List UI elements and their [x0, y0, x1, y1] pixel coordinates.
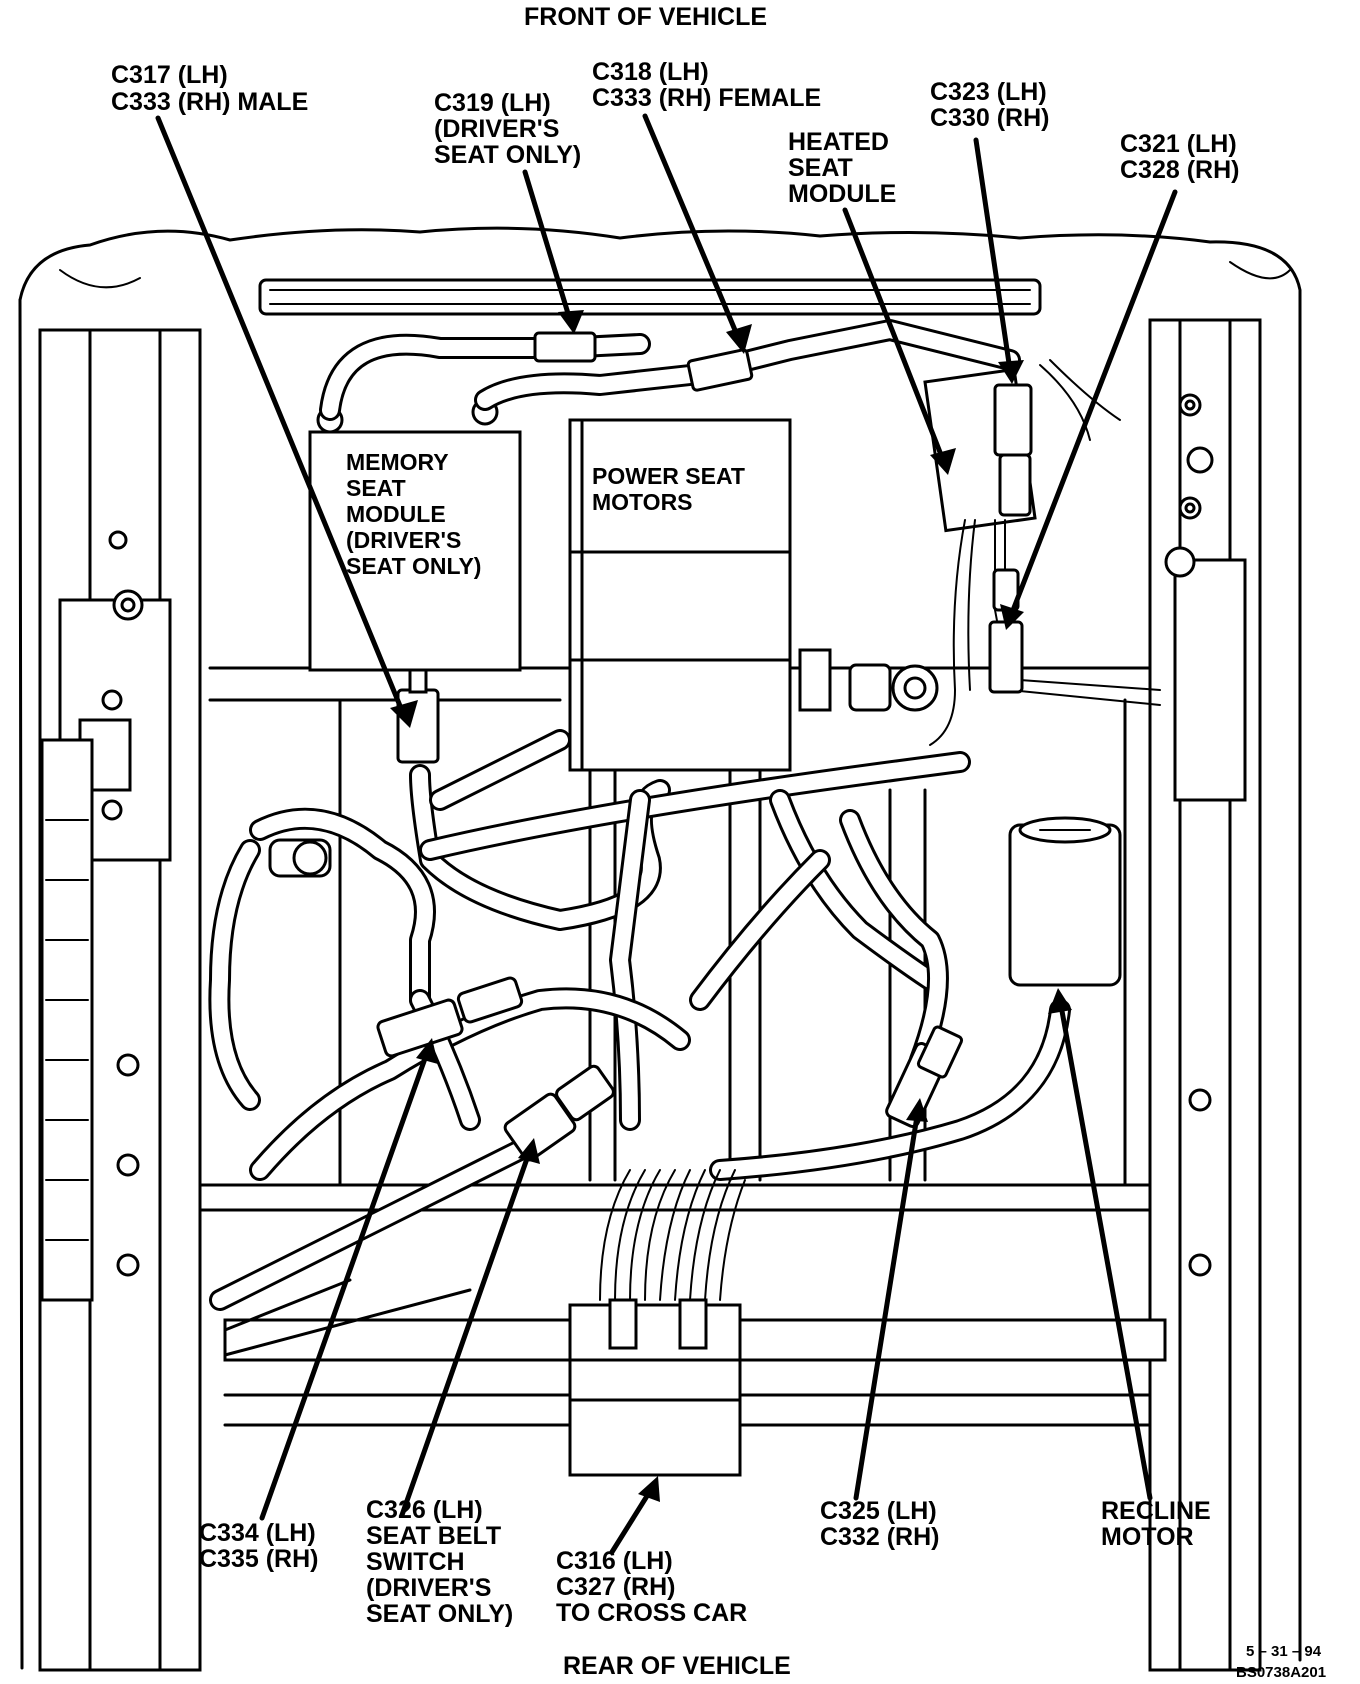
leader-lines: [155, 113, 1178, 1555]
c334-line-2: C335 (RH): [199, 1545, 318, 1573]
c323-line-1: C323 (LH): [930, 78, 1047, 106]
footer-date: 5 – 31 – 94: [1246, 1643, 1322, 1660]
c319-line-1: C319 (LH): [434, 89, 551, 117]
memory-seat-module: MEMORY SEAT MODULE (DRIVER'S SEAT ONLY): [308, 398, 522, 672]
left-seat-track: [38, 328, 202, 1672]
callout-heated-seat-module: HEATED SEAT MODULE: [788, 128, 896, 208]
arrowhead-c323: [998, 360, 1024, 384]
recline-motor: [1008, 816, 1122, 987]
power-motors-line-1: POWER SEAT: [592, 463, 745, 489]
leader-c317: [155, 115, 408, 721]
callout-c325: C325 (LH) C332 (RH): [820, 1497, 939, 1551]
memory-module-line-1: MEMORY: [346, 449, 449, 475]
c326-line-1: C326 (LH): [366, 1496, 483, 1524]
leader-c325: [853, 1107, 921, 1501]
memory-module-line-2: SEAT: [346, 475, 406, 501]
callout-c326: C326 (LH) SEAT BELT SWITCH (DRIVER'S SEA…: [366, 1496, 513, 1628]
arrowhead-c326: [518, 1138, 540, 1164]
callout-c321: C321 (LH) C328 (RH): [1120, 130, 1239, 184]
arrowhead-c334: [416, 1038, 438, 1064]
heated-line-3: MODULE: [788, 180, 896, 208]
c319-line-3: SEAT ONLY): [434, 141, 581, 169]
c321-line-1: C321 (LH): [1120, 130, 1237, 158]
callout-c317: C317 (LH) C333 (RH) MALE: [111, 61, 308, 116]
c321-line-2: C328 (RH): [1120, 156, 1239, 184]
heated-seat-module: [923, 367, 1037, 533]
connector-c325: [885, 1025, 964, 1128]
footer-code: BS0738A201: [1236, 1664, 1326, 1681]
heated-module-wires: [929, 359, 1161, 746]
arrowhead-c317: [390, 700, 418, 728]
recline-line-2: MOTOR: [1101, 1523, 1194, 1551]
memory-module-line-5: SEAT ONLY): [346, 553, 481, 579]
c326-line-2: SEAT BELT: [366, 1522, 501, 1550]
front-of-vehicle-label: FRONT OF VEHICLE: [524, 3, 767, 31]
c323-line-2: C330 (RH): [930, 104, 1049, 132]
right-seat-track: [1148, 318, 1262, 1672]
c316-line-3: TO CROSS CAR: [556, 1599, 747, 1627]
callout-c316: C316 (LH) C327 (RH) TO CROSS CAR: [556, 1547, 747, 1627]
leader-c321: [1007, 189, 1178, 621]
rear-of-vehicle-label: REAR OF VEHICLE: [563, 1652, 791, 1680]
memory-module-line-4: (DRIVER'S: [346, 527, 461, 553]
leader-recline: [1057, 997, 1153, 1501]
cross-car-connector: [568, 1298, 742, 1477]
front-cross-bar: [258, 278, 1042, 316]
c317-line-2: C333 (RH) MALE: [111, 88, 308, 116]
leader-c318: [642, 113, 743, 345]
callout-c319: C319 (LH) (DRIVER'S SEAT ONLY): [434, 89, 581, 169]
arrowhead-recline: [1048, 988, 1072, 1014]
connector-c318: [686, 348, 754, 392]
heated-line-1: HEATED: [788, 128, 889, 156]
callout-c334: C334 (LH) C335 (RH): [199, 1519, 318, 1573]
connector-c334: [376, 976, 524, 1058]
c325-line-2: C332 (RH): [820, 1523, 939, 1551]
recline-line-1: RECLINE: [1101, 1497, 1211, 1525]
c325-line-1: C325 (LH): [820, 1497, 937, 1525]
leader-c316: [609, 1485, 655, 1555]
seat-cushion-outline: [18, 226, 1302, 1670]
connector-c317: [396, 668, 440, 764]
misc-hardware: [268, 648, 939, 878]
leader-c326: [399, 1147, 533, 1518]
connector-c321: [988, 568, 1024, 694]
callout-recline-motor: RECLINE MOTOR: [1101, 1497, 1211, 1551]
c317-line-1: C317 (LH): [111, 61, 228, 89]
arrowhead-heated: [930, 448, 956, 475]
callout-c318: C318 (LH) C333 (RH) FEMALE: [592, 58, 821, 112]
connector-wires: [599, 1169, 746, 1301]
leader-c319: [522, 169, 573, 323]
power-motors-line-2: MOTORS: [592, 489, 693, 515]
c326-line-3: SWITCH: [366, 1548, 465, 1576]
c318-line-2: C333 (RH) FEMALE: [592, 84, 821, 112]
c334-line-1: C334 (LH): [199, 1519, 316, 1547]
callout-c323: C323 (LH) C330 (RH): [930, 78, 1049, 132]
c326-line-5: SEAT ONLY): [366, 1600, 513, 1628]
arrowhead-c319: [558, 310, 584, 334]
arrowhead-c321: [1000, 604, 1024, 630]
arrowhead-c316: [638, 1476, 660, 1502]
c326-line-4: (DRIVER'S: [366, 1574, 491, 1602]
leader-heated: [842, 207, 948, 468]
power-seat-motors: POWER SEAT MOTORS: [568, 418, 792, 772]
arrowhead-c318: [726, 324, 752, 354]
leader-c334: [259, 1047, 431, 1521]
connector-c326: [503, 1064, 615, 1162]
memory-module-line-3: MODULE: [346, 501, 446, 527]
c318-line-1: C318 (LH): [592, 58, 709, 86]
leader-c323: [973, 137, 1013, 373]
footer-codes: 5 – 31 – 94 BS0738A201: [1236, 1643, 1326, 1681]
connector-c319: [533, 331, 597, 363]
heated-line-2: SEAT: [788, 154, 853, 182]
c316-line-2: C327 (RH): [556, 1573, 675, 1601]
c316-line-1: C316 (LH): [556, 1547, 673, 1575]
arrowhead-c325: [906, 1098, 928, 1122]
c319-line-2: (DRIVER'S: [434, 115, 559, 143]
